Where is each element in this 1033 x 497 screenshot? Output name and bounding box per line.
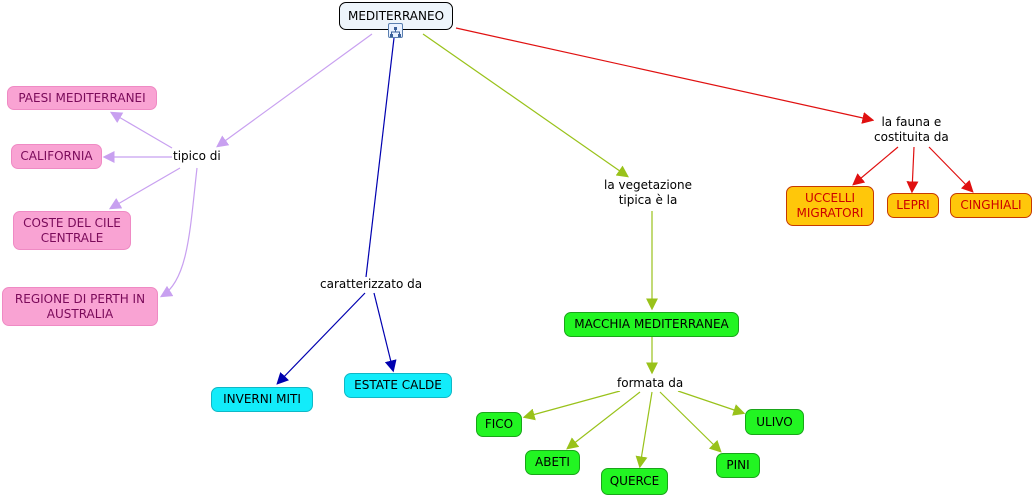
concept-uccelli-migratori[interactable]: UCCELLI MIGRATORI: [786, 186, 874, 226]
concept-fico[interactable]: FICO: [476, 412, 522, 437]
concept-california[interactable]: CALIFORNIA: [11, 144, 102, 169]
concept-coste-del-cile[interactable]: COSTE DEL CILE CENTRALE: [13, 211, 131, 250]
concept-paesi-mediterranei[interactable]: PAESI MEDITERRANEI: [7, 86, 157, 110]
concept-lepri[interactable]: LEPRI: [887, 193, 939, 218]
link-formata-ulivo: [677, 390, 746, 416]
concept-abeti[interactable]: ABETI: [525, 450, 580, 475]
concept-macchia-mediterranea[interactable]: MACCHIA MEDITERRANEA: [564, 312, 739, 337]
link-label-caratterizzato-da: caratterizzato da: [320, 277, 423, 292]
concept-label: MACCHIA MEDITERRANEA: [574, 317, 729, 331]
link-tipico-perth: [159, 167, 198, 298]
concept-label: CINGHIALI: [960, 198, 1022, 212]
link-caratterizzato-estate: [373, 292, 397, 373]
concept-label: PINI: [726, 458, 750, 472]
link-label-tipico-di: tipico di: [173, 149, 221, 164]
concept-label: CALIFORNIA: [20, 149, 93, 163]
concept-regione-di-perth[interactable]: REGIONE DI PERTH IN AUSTRALIA: [2, 287, 158, 326]
concept-pini[interactable]: PINI: [716, 453, 760, 478]
link-root-vegetazione: [422, 33, 629, 178]
concept-cinghiali[interactable]: CINGHIALI: [950, 193, 1032, 218]
link-root-caratterizzato: [365, 37, 395, 278]
concept-label: ULIVO: [756, 414, 793, 429]
link-tipico-paesi: [109, 111, 173, 149]
link-formata-pini: [659, 391, 722, 453]
link-fauna-cinghiali: [928, 146, 974, 193]
link-formata-querce: [635, 391, 653, 469]
concept-label: INVERNI MITI: [223, 392, 301, 406]
concept-label: REGIONE DI PERTH IN AUSTRALIA: [14, 291, 146, 321]
concept-inverni-miti[interactable]: INVERNI MITI: [211, 387, 313, 412]
concept-label: FICO: [484, 417, 514, 431]
link-root-fauna: [455, 27, 875, 124]
concept-estate-calde[interactable]: ESTATE CALDE: [344, 373, 452, 398]
concept-label: ABETI: [535, 455, 570, 469]
concept-label: PAESI MEDITERRANEI: [18, 90, 146, 105]
link-label-fauna: la fauna e costituita da: [874, 115, 949, 145]
link-tipico-cile: [108, 167, 181, 210]
concept-label: UCCELLI MIGRATORI: [796, 191, 864, 220]
submap-icon[interactable]: [388, 23, 403, 38]
concept-label: LEPRI: [896, 198, 930, 212]
link-formata-fico: [522, 390, 621, 421]
concept-label: COSTE DEL CILE CENTRALE: [23, 215, 121, 245]
concept-querce[interactable]: QUERCE: [601, 468, 668, 495]
link-root-tipico: [216, 33, 373, 148]
concept-label: QUERCE: [609, 474, 660, 488]
link-label-vegetazione: la vegetazione tipica è la: [604, 178, 693, 208]
concept-label: ESTATE CALDE: [354, 378, 442, 392]
link-fauna-lepri: [906, 146, 919, 194]
link-label-formata-da: formata da: [617, 376, 684, 391]
concept-label: MEDITERRANEO: [347, 8, 445, 23]
link-fauna-uccelli: [852, 146, 899, 186]
concept-ulivo[interactable]: ULIVO: [745, 409, 804, 435]
link-caratterizzato-inverni: [276, 292, 366, 385]
link-formata-abeti: [566, 391, 641, 450]
